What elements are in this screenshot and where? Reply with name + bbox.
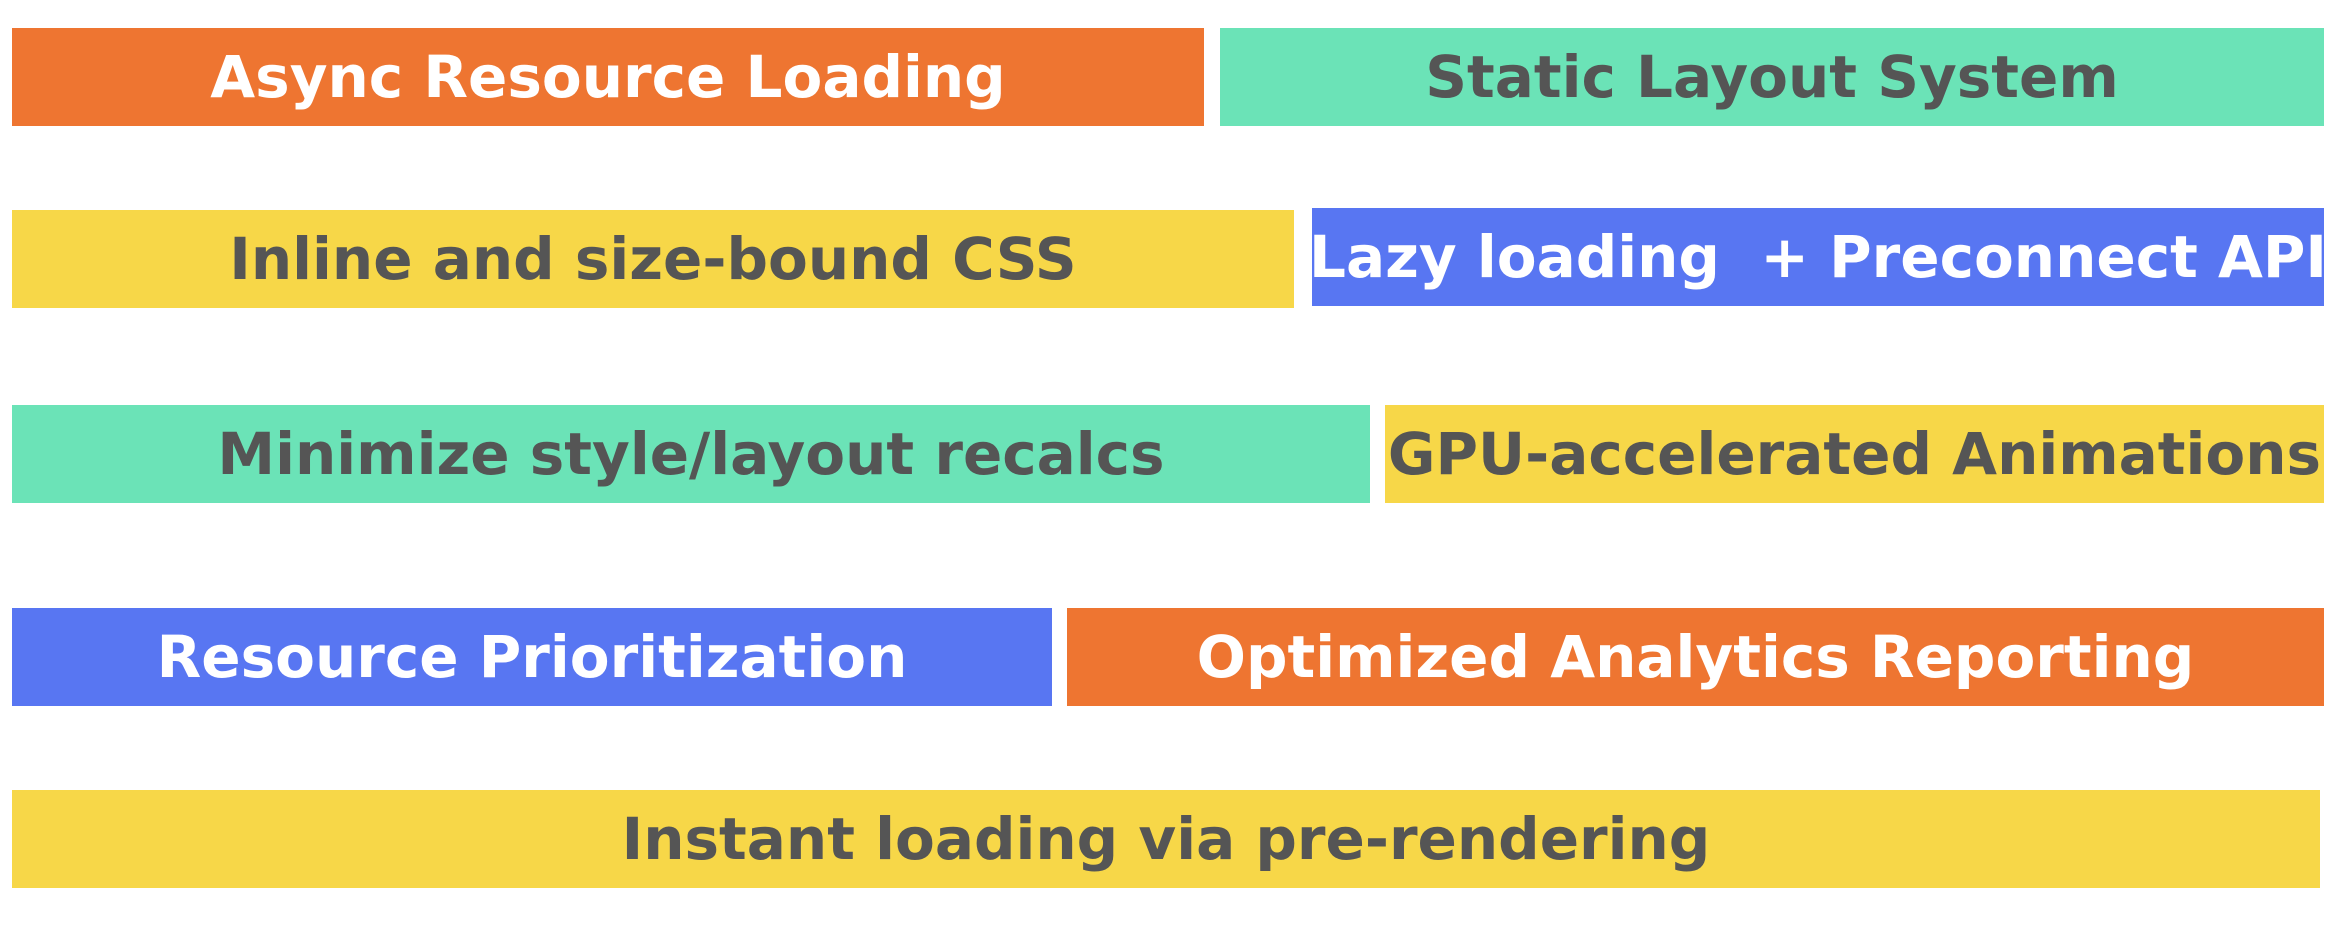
lazy-loading-label: Lazy loading + Preconnect API [1312,223,2324,291]
inline-css-block: Inline and size-bound CSS [12,210,1294,308]
static-layout-system-block: Static Layout System [1220,28,2324,126]
gpu-animations-block: GPU-accelerated Animations [1385,405,2324,503]
minimize-recalcs-label: Minimize style/layout recalcs [217,420,1165,488]
minimize-recalcs-block: Minimize style/layout recalcs [12,405,1370,503]
static-layout-system-label: Static Layout System [1425,43,2119,111]
resource-prioritization-label: Resource Prioritization [156,623,908,691]
lazy-loading-block: Lazy loading + Preconnect API [1312,208,2324,306]
resource-prioritization-block: Resource Prioritization [12,608,1052,706]
async-resource-loading-label: Async Resource Loading [210,43,1006,111]
gpu-animations-label: GPU-accelerated Animations [1387,420,2322,488]
async-resource-loading-block: Async Resource Loading [12,28,1204,126]
inline-css-label: Inline and size-bound CSS [229,225,1077,293]
instant-loading-block: Instant loading via pre-rendering [12,790,2320,888]
optimized-analytics-block: Optimized Analytics Reporting [1067,608,2324,706]
optimized-analytics-label: Optimized Analytics Reporting [1196,623,2195,691]
instant-loading-label: Instant loading via pre-rendering [621,805,1711,873]
